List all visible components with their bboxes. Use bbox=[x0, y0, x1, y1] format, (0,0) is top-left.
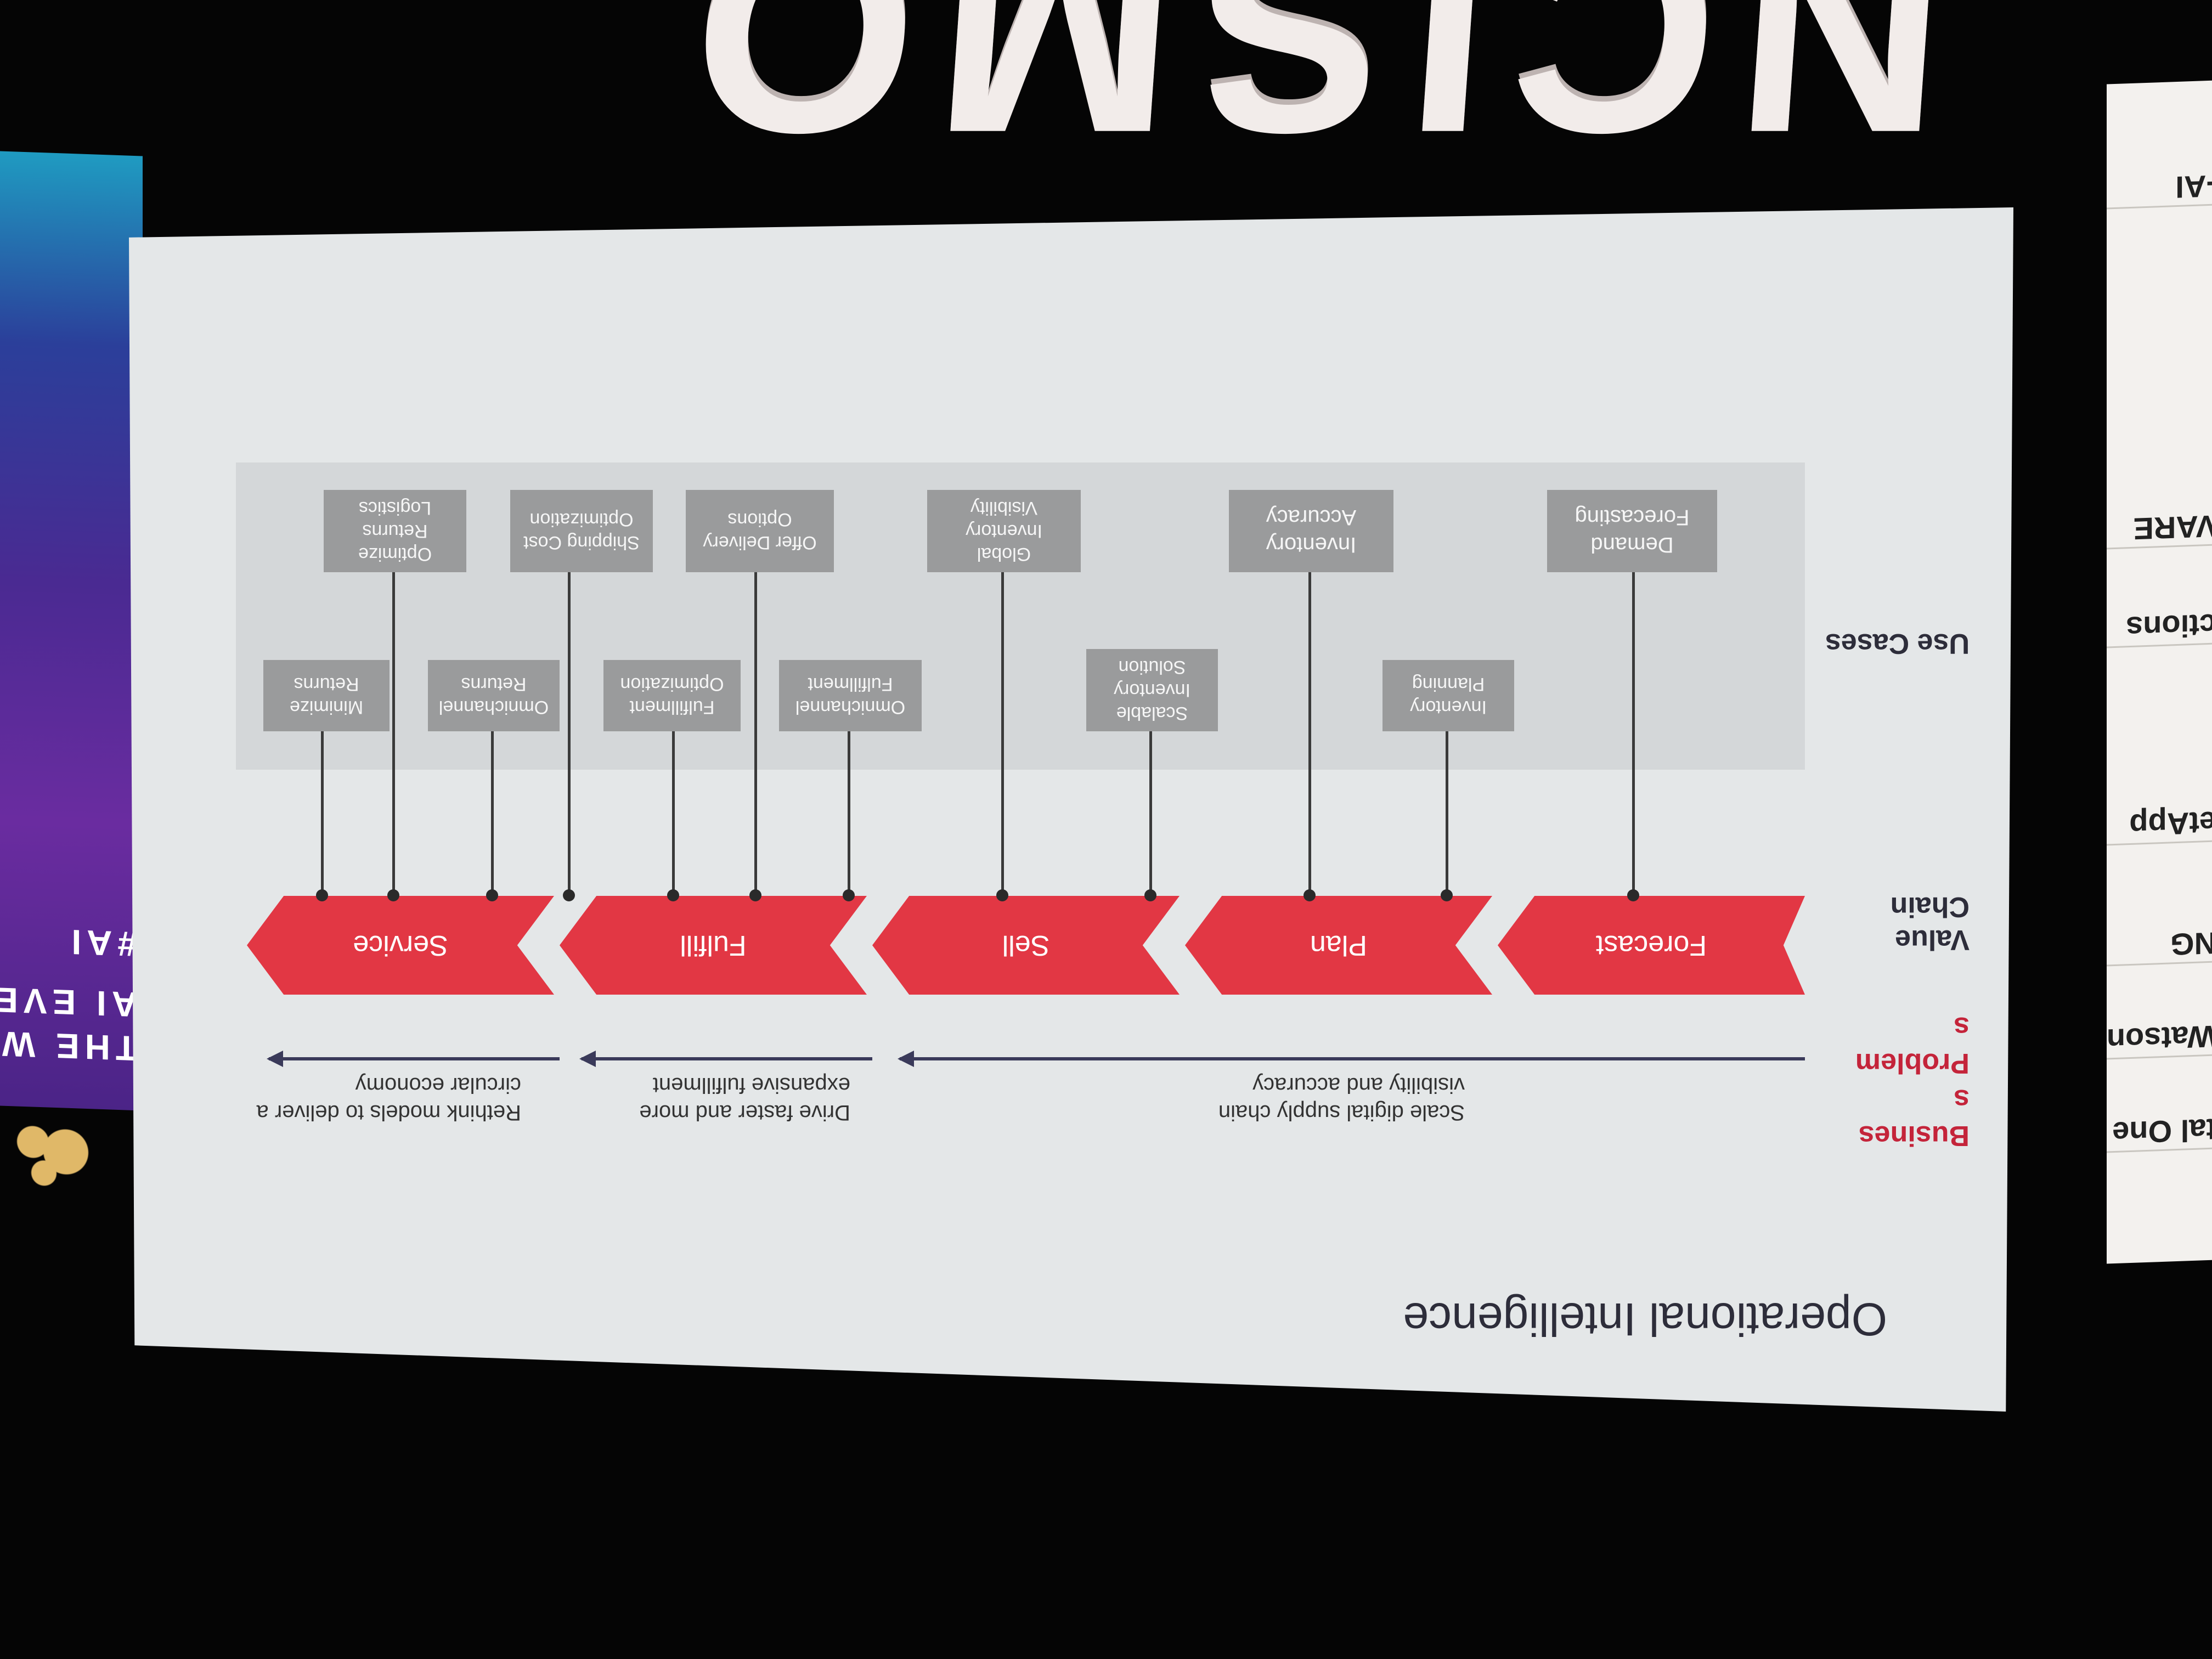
connector bbox=[568, 567, 571, 896]
use-case-box: Optimize Returns Logistics bbox=[324, 490, 466, 572]
use-case-box: Shipping Cost Optimization bbox=[510, 490, 653, 572]
chain-step: Fulfill bbox=[560, 896, 867, 995]
connector bbox=[1446, 731, 1448, 896]
connector-dot bbox=[1627, 889, 1639, 901]
connector-dot bbox=[1441, 889, 1453, 901]
connector-dot bbox=[667, 889, 679, 901]
projection-screen: Operational Intelligence Busines s Probl… bbox=[129, 207, 2013, 1412]
connector-dot bbox=[996, 889, 1008, 901]
sponsor-5: ctions bbox=[2107, 607, 2212, 648]
business-problem: Scale digital supply chain visibility an… bbox=[1218, 1073, 1465, 1125]
connector bbox=[754, 567, 757, 896]
banner-line-2: AI EVE bbox=[0, 979, 137, 1025]
business-problems-label: Busines s Problem s bbox=[1855, 1011, 1970, 1152]
slide: Operational Intelligence Busines s Probl… bbox=[129, 207, 2013, 1412]
chain-step: Service bbox=[247, 896, 554, 995]
connector bbox=[848, 731, 850, 896]
connector-dot bbox=[316, 889, 328, 901]
use-case-box: Fulfillment Optimization bbox=[603, 660, 741, 731]
connector bbox=[1149, 731, 1152, 896]
stage-sign-letters: NCISMO bbox=[661, 0, 1949, 176]
left-event-banner: THE W AI EVE #AI bbox=[0, 151, 143, 1198]
sponsor-1: tal One bbox=[2107, 1111, 2212, 1153]
connector bbox=[491, 731, 494, 896]
use-case-box: Inventory Planning bbox=[1383, 660, 1514, 731]
use-case-box: Omnichannel Fulfillment bbox=[779, 660, 922, 731]
chain-step: Forecast bbox=[1498, 896, 1805, 995]
use-case-box: Inventory Accuracy bbox=[1229, 490, 1393, 572]
connector-dot bbox=[563, 889, 575, 901]
value-chain-label: Value Chain bbox=[1890, 891, 1970, 956]
sponsor-4: etApp bbox=[2107, 804, 2212, 846]
chain-step: Sell bbox=[872, 896, 1180, 995]
banner-line-1: THE W bbox=[0, 1024, 137, 1069]
connector-dot bbox=[1144, 889, 1156, 901]
right-sponsor-banner: tal One Watson NG etApp ctions VARE -AI bbox=[2107, 80, 2212, 1264]
problem-arrow bbox=[269, 1057, 560, 1060]
use-case-box: Global Inventory Visibility bbox=[927, 490, 1081, 572]
use-case-box: Minimize Returns bbox=[263, 660, 390, 731]
connector bbox=[1308, 567, 1311, 896]
connector bbox=[321, 731, 324, 896]
use-case-box: Omnichannel Returns bbox=[428, 660, 560, 731]
connector bbox=[672, 731, 675, 896]
connector-dot bbox=[1304, 889, 1316, 901]
problem-arrow bbox=[582, 1057, 872, 1060]
chain-step: Plan bbox=[1185, 896, 1492, 995]
problem-arrow bbox=[900, 1057, 1805, 1060]
use-case-box: Scalable Inventory Solution bbox=[1086, 649, 1218, 731]
sponsor-2: Watson bbox=[2107, 1018, 2212, 1060]
banner-hashtag: #AI bbox=[66, 922, 137, 964]
connector-dot bbox=[843, 889, 855, 901]
sponsor-3: NG bbox=[2107, 925, 2212, 967]
sponsor-7: -AI bbox=[2107, 168, 2212, 210]
connector bbox=[392, 567, 395, 896]
business-problem: Rethink models to deliver a circular eco… bbox=[256, 1073, 521, 1125]
business-problem: Drive faster and more expansive fulfillm… bbox=[639, 1073, 850, 1125]
connector bbox=[1001, 567, 1004, 896]
slide-title: Operational Intelligence bbox=[1403, 1294, 1887, 1345]
use-case-box: Demand Forecasting bbox=[1547, 490, 1717, 572]
use-cases-label: Use Cases bbox=[1825, 628, 1970, 659]
gears-icon bbox=[0, 1105, 110, 1198]
use-case-box: Offer Delivery Options bbox=[686, 490, 834, 572]
sponsor-6: VARE bbox=[2107, 508, 2212, 550]
connector-dot bbox=[486, 889, 498, 901]
connector bbox=[1632, 567, 1635, 896]
connector-dot bbox=[749, 889, 761, 901]
connector-dot bbox=[387, 889, 399, 901]
